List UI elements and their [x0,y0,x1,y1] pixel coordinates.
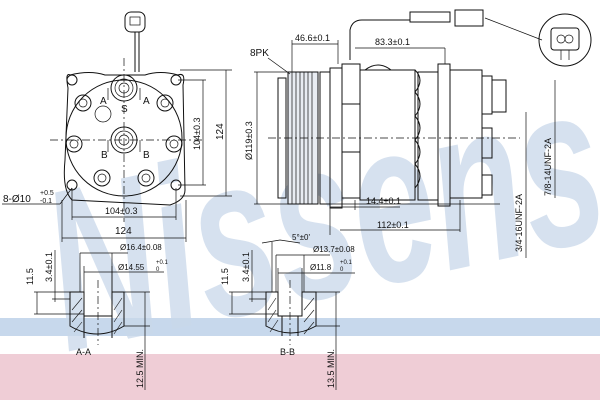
sec-a-outer-dia: Ø16.4±0.08 [120,243,162,252]
side-view: 8PK 46.6±0.1 83.3±0.1 Ø119±0.3 14.4±0.1 … [244,9,592,258]
pink-band [0,354,600,400]
dim-flange-offset: 14.4±0.1 [366,196,401,206]
dim-thread-discharge: 7/8-14UNF-2A [543,138,553,196]
port-label-b-left: B [101,150,108,161]
sec-a-depth-step: 3.4±0.1 [44,252,54,282]
sec-a-inner-tol-lower: 0 [156,267,160,273]
sec-b-outer-dia: Ø13.7±0.08 [313,245,355,254]
dim-connector-offset: 83.3±0.1 [375,37,410,47]
port-label-b-right: B [143,150,150,161]
dim-width-inner: 104±0.3 [105,206,137,216]
sec-b-inner-tol-upper: +0.1 [340,260,353,266]
dim-body-length: 112±0.1 [377,220,409,230]
dim-pulley-offset: 46.6±0.1 [295,33,330,43]
port-label-s: S [121,104,128,115]
dim-width-outer: 124 [115,226,132,237]
section-b-b: 5°±0' Ø13.7±0.08 Ø11.8 +0.1 0 11.5 3.4±0… [220,233,355,390]
sec-b-min-depth: 13.5 MIN. [326,349,336,388]
sec-b-angle: 5°±0' [292,233,310,242]
dim-holes-tol-lower: -0.1 [40,198,52,205]
dim-thread-suction: 3/4-16UNF-2A [514,194,524,252]
sec-a-inner-dia: Ø14.55 [118,263,145,272]
dim-pulley-type: 8PK [250,48,269,59]
section-a-a: Ø16.4±0.08 Ø14.55 +0.1 0 11.5 3.4±0.1 12… [25,243,169,390]
front-view: A A S B B 104±0.3 124 104±0.3 124 8-Ø10 … [2,11,232,242]
dim-height-outer: 124 [215,123,226,140]
dim-height-inner: 104±0.3 [192,118,202,150]
port-label-a-left: A [100,96,107,107]
dim-holes-tol-upper: +0.5 [40,190,54,197]
sec-b-depth-total: 11.5 [220,268,230,285]
sec-b-depth-step: 3.4±0.1 [241,252,251,282]
sec-a-min-depth: 12.5 MIN. [135,349,145,388]
sec-a-inner-tol-upper: +0.1 [156,260,169,266]
port-label-a-right: A [143,96,150,107]
blue-band [0,318,600,336]
sec-b-inner-dia: Ø11.8 [310,263,332,272]
dim-holes: 8-Ø10 [3,194,31,205]
sec-b-title: B-B [280,347,295,357]
sec-a-depth-total: 11.5 [25,268,35,285]
sec-a-title: A-A [76,347,91,357]
sec-b-inner-tol-lower: 0 [340,267,344,273]
dim-pulley-diameter: Ø119±0.3 [244,121,254,160]
